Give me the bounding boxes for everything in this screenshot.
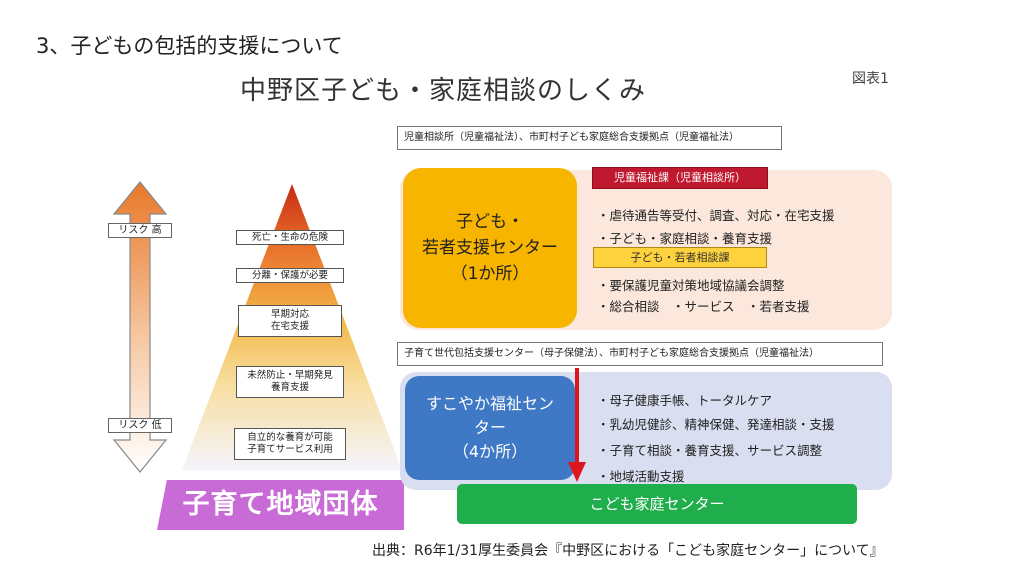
- risk-double-arrow: [112, 181, 168, 473]
- child-welfare-badge: 児童福祉課（児童相談所）: [592, 167, 768, 189]
- upper-legal-basis: 児童相談所（児童福祉法）、市町村子ども家庭総合支援拠点（児童福祉法）: [397, 126, 782, 150]
- upper-bullet-4: ・総合相談 ・サービス ・若者支援: [597, 299, 810, 314]
- risk-high-label: リスク 高: [108, 223, 172, 238]
- youth-center-line-2: 若者支援センター: [422, 238, 558, 258]
- lower-legal-basis: 子育て世代包括支援センター（母子保健法）、市町村子ども家庭総合支援拠点（児童福祉…: [397, 342, 883, 366]
- down-arrow-icon: [568, 368, 586, 482]
- pyramid-level-3: 早期対応 在宅支援: [238, 305, 342, 337]
- youth-center-line-3: （1か所）: [450, 264, 530, 284]
- community-groups-banner: 子育て地域団体: [157, 480, 404, 530]
- pyramid-level-1: 死亡・生命の危険: [236, 230, 344, 245]
- lower-bullet-2: ・乳幼児健診、精神保健、発達相談・支援: [597, 417, 835, 432]
- pyramid-level-2: 分離・保護が必要: [236, 268, 344, 283]
- pyramid-level-4: 未然防止・早期発見 養育支援: [236, 366, 344, 398]
- diagram-title: 中野区子ども・家庭相談のしくみ: [240, 76, 647, 106]
- upper-bullet-1: ・虐待通告等受付、調査、対応・在宅支援: [597, 208, 835, 223]
- lower-bullet-1: ・母子健康手帳、トータルケア: [597, 393, 773, 408]
- figure-label: 図表1: [852, 71, 889, 87]
- lower-bullet-4: ・地域活動支援: [597, 469, 685, 484]
- youth-support-center-box: 子ども・ 若者支援センター （1か所）: [403, 168, 577, 328]
- sukoyaka-line-3: （4か所）: [452, 442, 528, 461]
- sukoyaka-welfare-center-box: すこやか福祉セン ター （4か所）: [405, 376, 575, 480]
- source-citation: 出典：R6年1/31厚生委員会『中野区における「こども家庭センター」について』: [372, 543, 884, 559]
- youth-consultation-badge: 子ども・若者相談課: [593, 247, 767, 268]
- sukoyaka-line-1: すこやか福祉セン: [425, 394, 554, 413]
- upper-bullet-3: ・要保護児童対策地域協議会調整: [597, 278, 785, 293]
- youth-center-line-1: 子ども・: [456, 212, 524, 232]
- lower-bullet-3: ・子育て相談・養育支援、サービス調整: [597, 443, 823, 458]
- sukoyaka-line-2: ター: [473, 418, 506, 437]
- kodomo-family-center-box: こども家庭センター: [457, 484, 857, 524]
- upper-bullet-2: ・子ども・家庭相談・養育支援: [597, 231, 773, 246]
- pyramid-level-5: 自立的な養育が可能 子育てサービス利用: [234, 428, 346, 460]
- section-heading: 3、子どもの包括的支援について: [36, 34, 343, 58]
- risk-low-label: リスク 低: [108, 418, 172, 433]
